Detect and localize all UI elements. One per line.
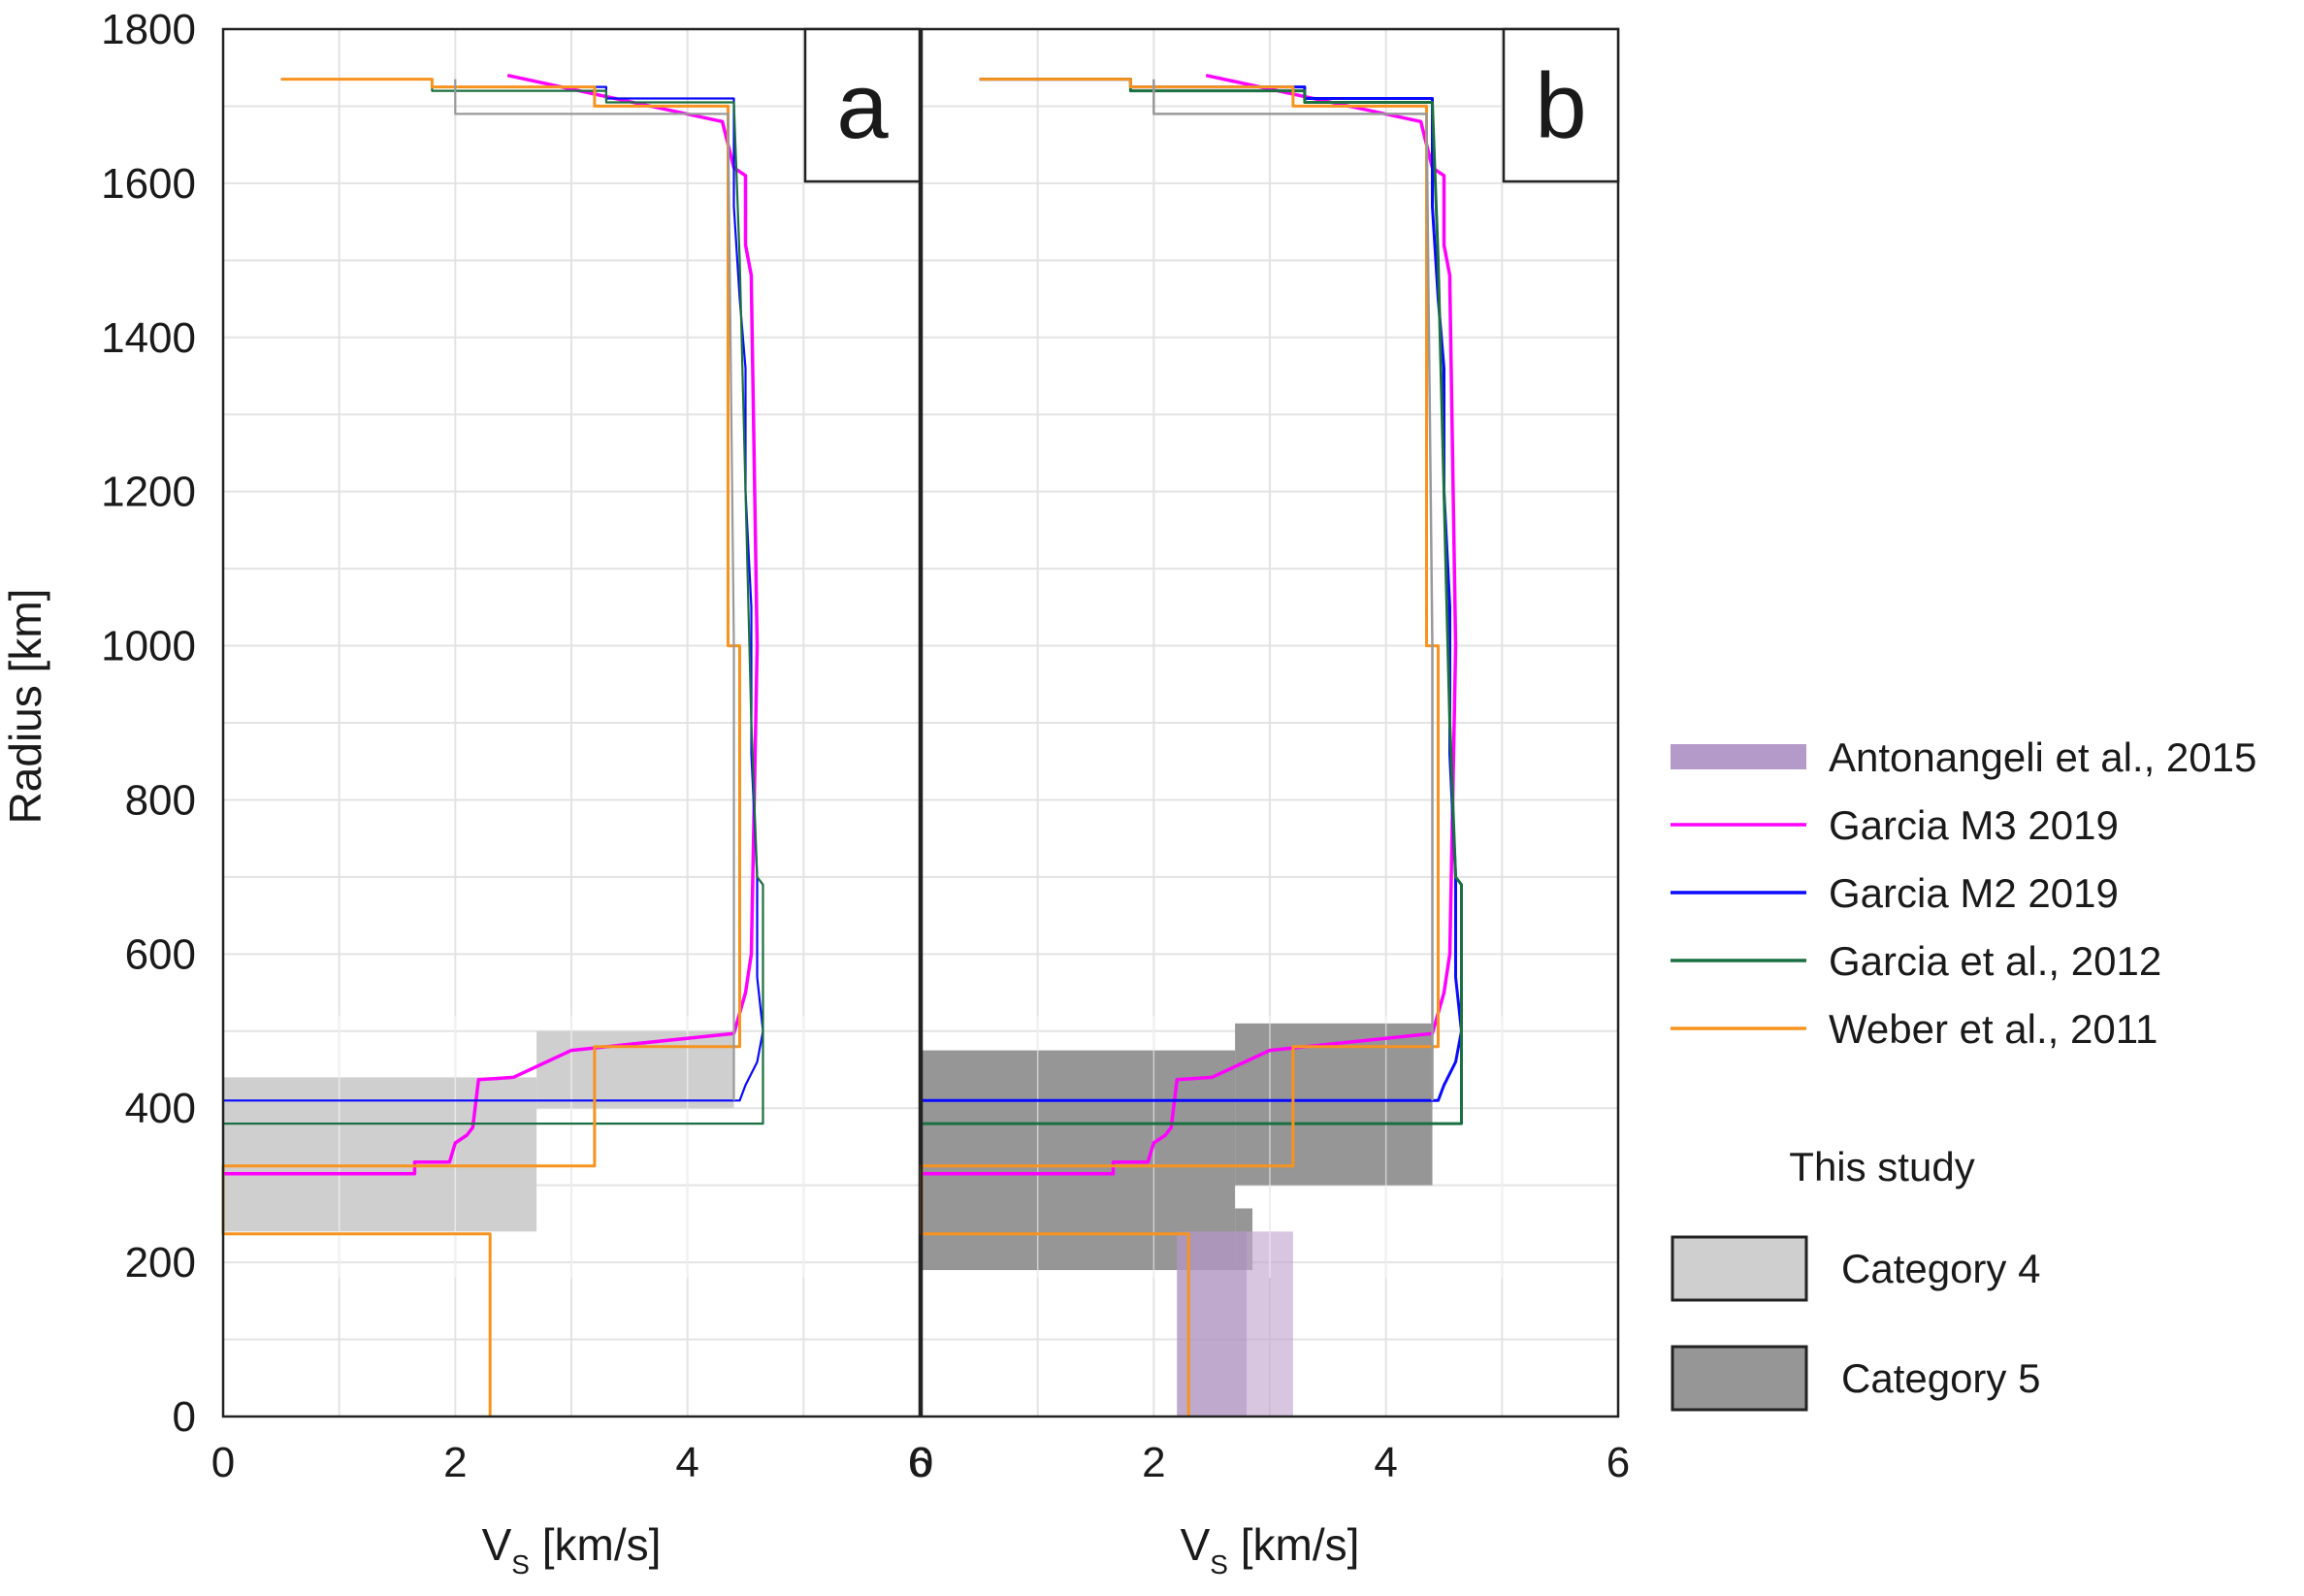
x-tick-label: 2 <box>1142 1439 1165 1486</box>
series-line-garcia-et-al-2012 <box>223 78 764 1125</box>
y-tick-label: 1800 <box>101 6 196 53</box>
legend-category: Category 5 <box>1671 1345 2040 1412</box>
legend-label: Weber et al., 2011 <box>1829 1006 2158 1052</box>
plot-frame <box>221 27 922 1418</box>
legend-category: Category 4 <box>1671 1235 2040 1302</box>
legend-item: Garcia M2 2019 <box>1671 870 2119 916</box>
legend-item: Antonangeli et al., 2015 <box>1671 734 2256 780</box>
x-tick-label: 0 <box>211 1439 235 1486</box>
y-tick-label: 200 <box>125 1239 196 1287</box>
series-line-garcia-et-al-2012 <box>922 78 1463 1125</box>
x-tick-label: 6 <box>908 1439 931 1486</box>
uncertainty-region <box>223 1077 537 1232</box>
grid-lines <box>223 29 920 1417</box>
series-line-garcia-m3-2019 <box>223 73 760 1176</box>
x-axis-label-sub: S <box>511 1549 530 1580</box>
legend-category-swatch <box>1671 1345 1808 1412</box>
y-tick-label: 0 <box>173 1393 196 1441</box>
y-tick-label: 1200 <box>101 469 196 516</box>
legend-item: Garcia M3 2019 <box>1671 802 2119 848</box>
panel-label: a <box>836 54 889 158</box>
legend-category-label: Category 4 <box>1841 1246 2040 1291</box>
panel-label: b <box>1535 54 1586 158</box>
y-tick-label: 1000 <box>101 623 196 670</box>
y-tick-label: 1600 <box>101 160 196 208</box>
legend-item: Garcia et al., 2012 <box>1671 938 2161 984</box>
legend-label: Antonangeli et al., 2015 <box>1829 734 2256 780</box>
x-axis-label-units: [km/s] <box>530 1519 661 1570</box>
y-axis: 0 200 400 600 800 1000 1200 1400 1600 1800 <box>101 6 196 1441</box>
series-line-model-gray <box>1152 79 1434 1101</box>
legend-item: Weber et al., 2011 <box>1671 1006 2158 1052</box>
series-line-garcia-m3-2019 <box>922 73 1458 1176</box>
legend-category-label: Category 5 <box>1841 1355 2040 1401</box>
y-tick-label: 600 <box>125 930 196 978</box>
series-line-garcia-m2-2019 <box>223 78 764 1102</box>
x-axis-label-units: [km/s] <box>1228 1519 1359 1570</box>
legend-swatch-band <box>1671 744 1806 769</box>
series-line-garcia-m2-2019 <box>922 78 1463 1102</box>
legend-label: Garcia M3 2019 <box>1829 802 2119 848</box>
x-axis-label-sub: S <box>1210 1549 1228 1580</box>
x-axis-label-main: V <box>482 1519 512 1570</box>
y-tick-label: 800 <box>125 776 196 824</box>
shaded-regions <box>223 1030 734 1232</box>
plot-frame <box>920 27 1620 1418</box>
y-tick-label: 1400 <box>101 314 196 362</box>
legend-label: Garcia et al., 2012 <box>1829 938 2161 984</box>
x-axis-label: VS [km/s] <box>482 1519 662 1580</box>
x-tick-label: 4 <box>675 1439 698 1486</box>
legend-category-swatch <box>1671 1235 1808 1302</box>
x-axis-label: VS [km/s] <box>1181 1519 1360 1580</box>
panel-label-box <box>803 27 922 183</box>
shaded-regions <box>922 1023 1433 1417</box>
y-tick-label: 400 <box>125 1085 196 1132</box>
panel-label-box <box>1502 27 1620 183</box>
y-axis-label: Radius [km] <box>0 589 50 825</box>
legend-study-heading: This study <box>1789 1144 1974 1189</box>
x-tick-label: 4 <box>1374 1439 1397 1486</box>
x-tick-label: 2 <box>443 1439 467 1486</box>
legend-label: Garcia M2 2019 <box>1829 870 2119 916</box>
x-axis-label-main: V <box>1181 1519 1211 1570</box>
series-line-model-gray <box>454 79 735 1101</box>
x-tick-label: 0 <box>910 1439 933 1486</box>
x-tick-label: 6 <box>1606 1439 1630 1486</box>
